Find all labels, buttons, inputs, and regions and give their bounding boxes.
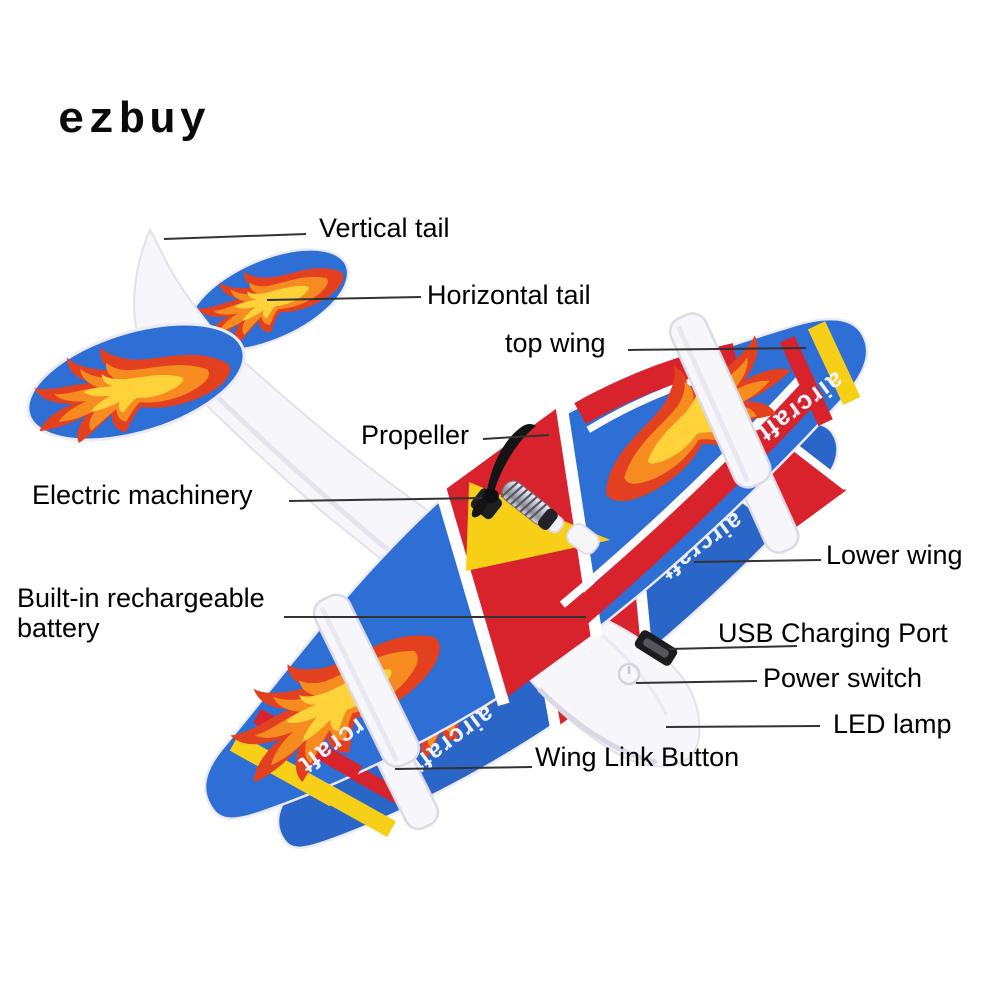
electric-motor	[500, 480, 558, 530]
horizontal-tail-left	[21, 312, 246, 457]
motor-mount-plate	[465, 482, 611, 572]
electric-machinery-leader-line	[288, 497, 483, 502]
top-wing-leader-line	[627, 347, 807, 351]
horizontal-tail-leader-line	[266, 296, 422, 301]
label-propeller: Propeller	[361, 420, 470, 450]
usb-charging-port	[634, 630, 678, 666]
usb-leader-line	[668, 645, 798, 650]
wing-link-clip	[668, 312, 772, 489]
power-switch-leader-line	[635, 680, 758, 684]
led-leader-line	[665, 725, 821, 728]
label-battery: Built-in rechargeable battery	[17, 583, 265, 644]
label-horizontal-tail: Horizontal tail	[427, 280, 591, 310]
propeller-leader-line	[482, 434, 550, 440]
label-vertical-tail: Vertical tail	[319, 213, 450, 243]
leader-lines	[163, 233, 822, 770]
label-power-switch: Power switch	[763, 663, 923, 693]
top-wing: aircraft aircraft	[203, 312, 869, 820]
brand-watermark: ezbuy	[58, 96, 211, 146]
label-lower-wing: Lower wing	[826, 540, 963, 570]
propeller	[471, 423, 536, 518]
wing-link-leader-line	[394, 766, 533, 770]
power-switch	[617, 662, 641, 686]
wing-link-clip	[312, 593, 421, 768]
label-usb-charging-port: USB Charging Port	[718, 618, 948, 648]
label-top-wing: top wing	[505, 328, 606, 358]
lower-wing-leader-line	[693, 559, 822, 563]
vertical-tail-leader-line	[163, 233, 307, 240]
label-led-lamp: LED lamp	[833, 709, 952, 739]
label-wing-link-button: Wing Link Button	[535, 742, 740, 772]
label-electric-machinery: Electric machinery	[32, 480, 253, 510]
canopy-knob	[566, 523, 600, 555]
